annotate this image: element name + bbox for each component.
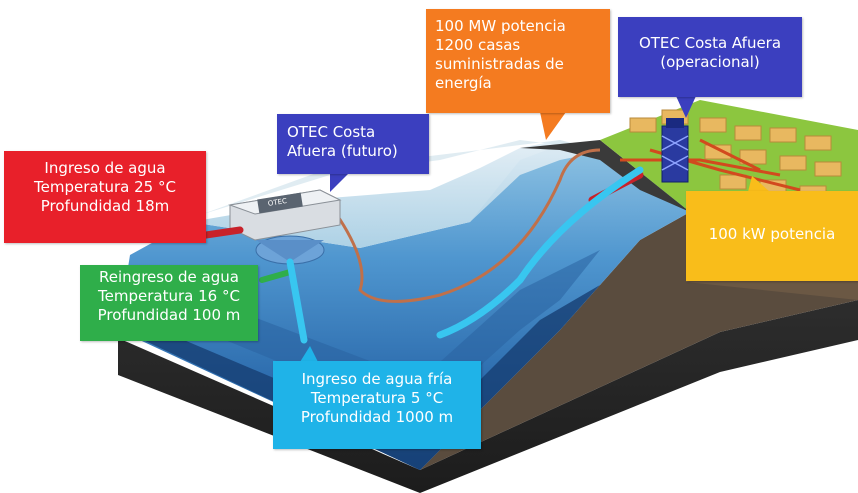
callout-line: energía [435, 74, 492, 92]
callout-power-100mw: 100 MW potencia 1200 casas suministradas… [426, 9, 610, 113]
pointer-offshore-operational [676, 96, 696, 118]
callout-line: Temperatura 25 °C [34, 178, 176, 196]
callout-offshore-future: OTEC Costa Afuera (futuro) [277, 114, 429, 174]
callout-line: Reingreso de agua [99, 268, 239, 286]
pointer-power-100kw [748, 176, 770, 192]
callout-power-100kw: 100 kW potencia [686, 191, 858, 281]
platform-label: OTEC [267, 197, 287, 208]
callout-cold-water-intake: Ingreso de agua fría Temperatura 5 °C Pr… [273, 361, 481, 449]
cold-pipe-shore [436, 166, 644, 339]
callout-line: Profundidad 1000 m [300, 408, 454, 426]
pointer-offshore-future [330, 172, 350, 192]
callout-line: suministradas de [435, 55, 564, 73]
callout-line: Profundidad 18m [40, 197, 170, 215]
offshore-platform [228, 189, 342, 265]
callout-line: 100 kW potencia [708, 225, 836, 243]
pointer-cold-intake [300, 346, 318, 362]
callout-line: Temperatura 5 °C [310, 389, 444, 407]
cold-intake-pipe [286, 258, 308, 344]
shore-road [520, 140, 690, 212]
callout-line: Afuera (futuro) [287, 142, 398, 160]
shore-otec-tower [661, 118, 689, 183]
warm-intake-pipe [202, 226, 244, 239]
callout-water-return: Reingreso de agua Temperatura 16 °C Prof… [80, 265, 258, 341]
power-cable [328, 148, 601, 303]
pointer-power-100mw [540, 112, 566, 140]
callout-line: 1200 casas [435, 36, 521, 54]
callout-line: Ingreso de agua [44, 159, 166, 177]
return-pipe [259, 269, 293, 283]
callout-water-intake: Ingreso de agua Temperatura 25 °C Profun… [4, 151, 206, 243]
callout-line: Ingreso de agua fría [301, 370, 453, 388]
callout-offshore-operational: OTEC Costa Afuera (operacional) [618, 17, 802, 97]
callout-line: (operacional) [660, 53, 760, 71]
callout-line: OTEC Costa Afuera [638, 34, 782, 52]
callout-line: Temperatura 16 °C [98, 287, 240, 305]
callout-line: OTEC Costa [287, 123, 376, 141]
callout-line: Profundidad 100 m [97, 306, 241, 324]
callout-line: 100 MW potencia [435, 17, 566, 35]
